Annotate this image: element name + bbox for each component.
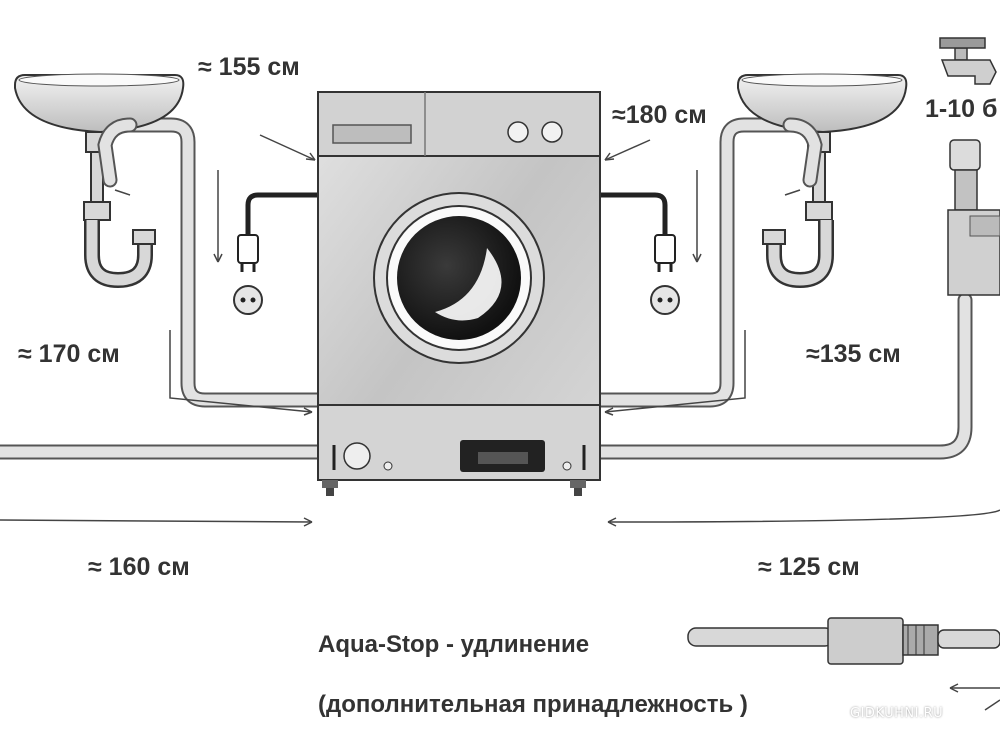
hoses xyxy=(0,117,973,460)
watermark: GIDKUHNI.RU xyxy=(850,706,944,721)
distance-label-155: ≈ 155 см xyxy=(198,53,300,81)
power-plug-icon xyxy=(237,234,259,272)
dimension-lines xyxy=(0,134,1000,527)
sink-icon xyxy=(737,73,908,134)
distance-label-125: ≈ 125 см xyxy=(758,553,860,581)
sink-icon xyxy=(14,73,185,134)
caption-aqua-stop: Aqua-Stop - удлинение xyxy=(318,631,590,658)
wall-socket-icon xyxy=(650,285,680,315)
faucet-icon xyxy=(939,37,997,85)
siphon-icon xyxy=(762,131,834,289)
distance-label-180: ≈180 см xyxy=(612,101,707,129)
caption-accessory: (дополнительная принадлежность ) xyxy=(318,691,748,718)
distance-label-170: ≈ 170 см xyxy=(18,340,120,368)
power-plug-icon xyxy=(654,234,676,272)
siphon-icon xyxy=(83,131,156,289)
distance-label-160: ≈ 160 см xyxy=(88,553,190,581)
aqua-stop-extension-icon xyxy=(687,617,1000,711)
aqua-stop-valve-icon xyxy=(947,139,1000,296)
washing-machine-icon xyxy=(317,91,601,496)
faucet-pressure-label: 1-10 б xyxy=(925,95,998,123)
wall-socket-icon xyxy=(233,285,263,315)
distance-label-135: ≈135 см xyxy=(806,340,901,368)
